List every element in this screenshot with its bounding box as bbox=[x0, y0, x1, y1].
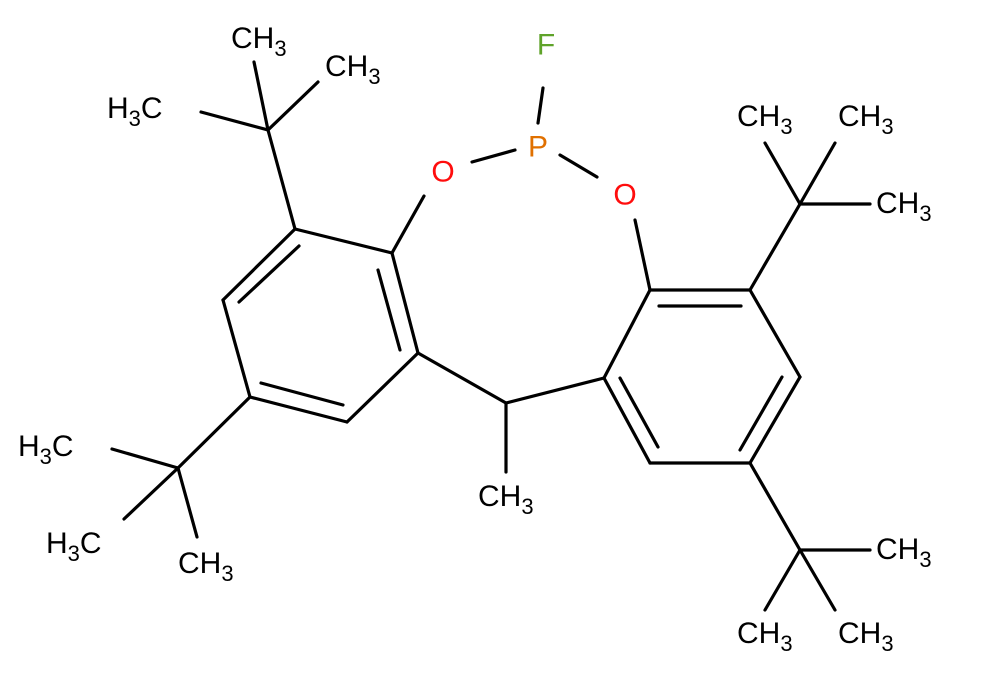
bond-right-ring-6 bbox=[602, 376, 652, 465]
bond-right-ring-6-inner bbox=[618, 376, 660, 449]
bond-tbu1-attach bbox=[266, 128, 297, 231]
bond-tbu2-me-bottomleft bbox=[122, 466, 180, 521]
bond-left-ring-5 bbox=[221, 227, 297, 302]
bonds bbox=[110, 60, 872, 612]
methyl-bridge: CH3 bbox=[478, 480, 534, 519]
bond-tbu4-me-downleft bbox=[763, 548, 802, 612]
methyl-tbu3-upleft: CH3 bbox=[737, 100, 793, 139]
atom-f: F bbox=[537, 29, 555, 62]
bond-left-ring-5-inner bbox=[237, 244, 301, 304]
bond-tbu2-me-bottom bbox=[176, 466, 199, 539]
bond-right-ring-4 bbox=[748, 375, 802, 465]
methyl-tbu2-bottom: CH3 bbox=[178, 547, 234, 586]
bond-tbu3-attach bbox=[748, 202, 802, 292]
bond-o2-ring bbox=[633, 218, 652, 292]
bond-bridge-right bbox=[504, 376, 606, 405]
bond-left-ring-2 bbox=[345, 351, 420, 424]
bond-p-o1 bbox=[470, 148, 517, 164]
bond-right-ring-1 bbox=[602, 288, 652, 380]
bond-o1-ring bbox=[390, 194, 426, 255]
atom-o2: O bbox=[613, 179, 636, 212]
bond-right-ring-4-inner bbox=[738, 375, 784, 452]
atom-p: P bbox=[528, 131, 548, 164]
methyl-tbu1-top: CH3 bbox=[231, 22, 287, 61]
bond-left-bridge bbox=[416, 351, 508, 405]
atom-labels: F P O O bbox=[431, 29, 636, 212]
bond-tbu1-me-left bbox=[199, 110, 270, 132]
bond-tbu2-me-left bbox=[110, 447, 180, 470]
methyl-tbu2-left: H3C bbox=[18, 430, 74, 469]
bond-tbu4-me-downright bbox=[798, 548, 837, 612]
methyl-labels: CH3 CH3 H3C H3C H3C CH3 CH3 CH3 CH3 CH3 … bbox=[18, 22, 932, 656]
bond-tbu3-me-upleft bbox=[763, 141, 802, 206]
bond-left-ring-1 bbox=[390, 251, 420, 355]
bond-tbu2-attach bbox=[176, 395, 252, 470]
bond-left-ring-6 bbox=[293, 227, 394, 255]
bond-left-ring-3 bbox=[248, 395, 349, 424]
bond-tbu1-me-right bbox=[266, 80, 320, 132]
atom-o1: O bbox=[431, 156, 454, 189]
bond-p-f bbox=[536, 86, 545, 125]
methyl-tbu2-bottomleft: H3C bbox=[46, 527, 102, 566]
bond-left-ring-4 bbox=[221, 298, 252, 399]
methyl-tbu3-upright: CH3 bbox=[838, 100, 894, 139]
bond-left-ring-1-inner bbox=[376, 268, 402, 352]
bond-tbu1-me-up bbox=[252, 60, 270, 132]
bond-right-ring-3 bbox=[748, 288, 802, 379]
methyl-tbu4-downleft: CH3 bbox=[737, 617, 793, 656]
bond-p-o2 bbox=[558, 153, 599, 179]
bond-left-ring-3-inner bbox=[259, 381, 345, 407]
bond-tbu4-attach bbox=[748, 461, 802, 552]
methyl-tbu4-downright: CH3 bbox=[838, 617, 894, 656]
methyl-tbu3-right: CH3 bbox=[876, 187, 932, 226]
methyl-tbu1-left: H3C bbox=[107, 92, 163, 131]
methyl-tbu4-right: CH3 bbox=[876, 533, 932, 572]
bond-tbu3-me-upright bbox=[798, 141, 837, 206]
methyl-tbu1-right: CH3 bbox=[325, 50, 381, 89]
